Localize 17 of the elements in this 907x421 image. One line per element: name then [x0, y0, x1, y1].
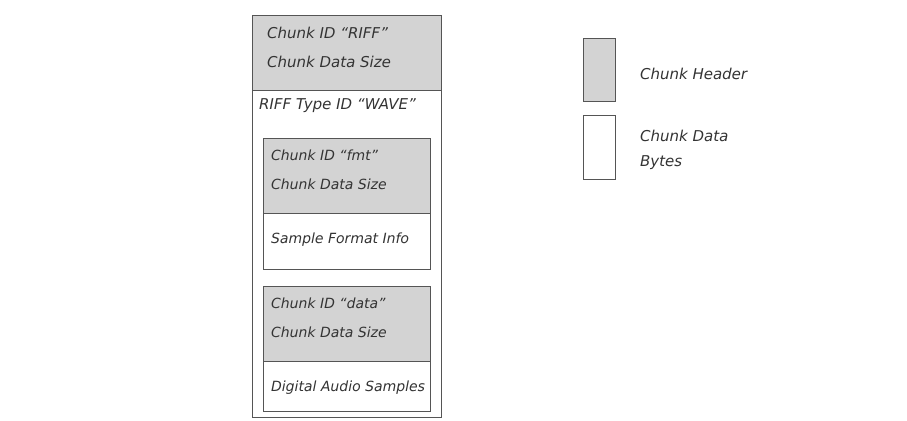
chunk-size-label: Chunk Data Size: [271, 176, 387, 195]
legend-label: Chunk Data Bytes: [640, 126, 730, 172]
chunk-label: Sample Format Info: [271, 230, 409, 249]
chunk-label: Digital Audio Samples: [271, 378, 425, 397]
chunk-label: Chunk ID “data”: [271, 295, 386, 314]
chunk-data-box: [263, 361, 431, 412]
chunk-data-box: [252, 90, 442, 418]
chunk-header-box: [263, 286, 431, 362]
chunk-size-label: Chunk Data Size: [267, 52, 391, 73]
chunk-data-box: [263, 213, 431, 270]
chunk-label: Chunk ID “fmt”: [271, 147, 378, 166]
chunk-label: Chunk ID “RIFF”: [267, 23, 388, 44]
chunk-header-box: [263, 138, 431, 214]
legend-label: Chunk Header: [640, 64, 749, 85]
chunk-size-label: Chunk Data Size: [271, 324, 387, 343]
chunk-header-box: [252, 15, 442, 91]
chunk-label: RIFF Type ID “WAVE”: [259, 94, 416, 115]
